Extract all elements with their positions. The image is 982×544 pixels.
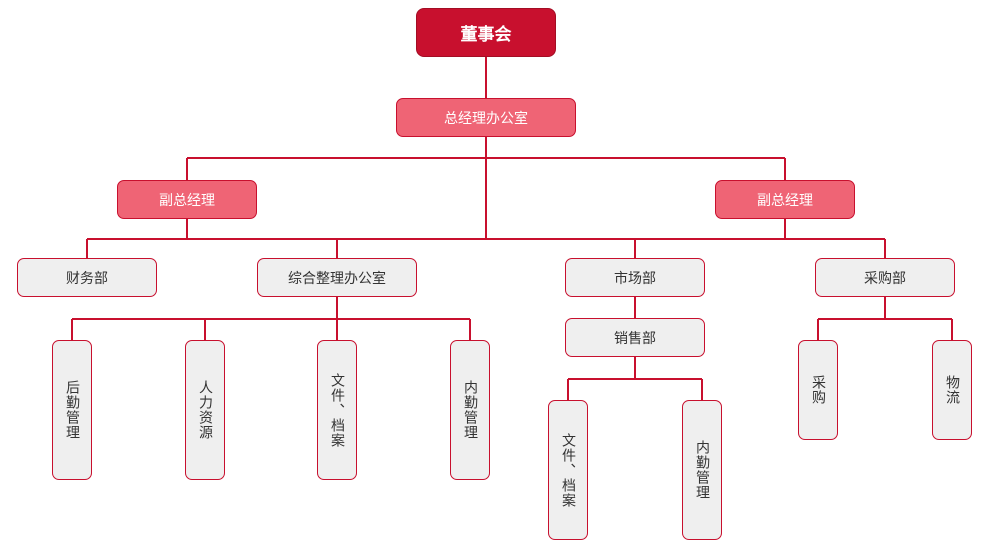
sales-node: 销售部 [565,318,705,357]
finance-node: 财务部 [17,258,157,297]
documents-2-label: 文件、档案 [560,432,576,508]
general-office-label: 综合整理办公室 [288,270,386,287]
hr-label: 人力资源 [197,380,213,440]
board-node: 董事会 [416,8,556,57]
documents-1-node: 文件、档案 [317,340,357,480]
vp-left-node: 副总经理 [117,180,257,219]
marketing-node: 市场部 [565,258,705,297]
internal-1-node: 内勤管理 [450,340,490,480]
finance-label: 财务部 [66,270,108,287]
purchasing-label: 采购部 [864,270,906,287]
general-office-node: 综合整理办公室 [257,258,417,297]
logistics-flow-node: 物流 [932,340,972,440]
marketing-label: 市场部 [614,270,656,287]
procurement-label: 采购 [810,375,826,405]
vp-right-node: 副总经理 [715,180,855,219]
gm-office-label: 总经理办公室 [444,110,528,127]
board-label: 董事会 [460,25,512,45]
purchasing-node: 采购部 [815,258,955,297]
internal-2-label: 内勤管理 [694,440,710,500]
hr-node: 人力资源 [185,340,225,480]
logistics-label: 后勤管理 [64,380,80,440]
documents-1-label: 文件、档案 [329,372,345,448]
vp-right-label: 副总经理 [757,192,813,209]
documents-2-node: 文件、档案 [548,400,588,540]
vp-left-label: 副总经理 [159,192,215,209]
logistics-node: 后勤管理 [52,340,92,480]
internal-1-label: 内勤管理 [462,380,478,440]
procurement-node: 采购 [798,340,838,440]
logistics-flow-label: 物流 [944,375,960,405]
gm-office-node: 总经理办公室 [396,98,576,137]
internal-2-node: 内勤管理 [682,400,722,540]
sales-label: 销售部 [614,330,656,347]
